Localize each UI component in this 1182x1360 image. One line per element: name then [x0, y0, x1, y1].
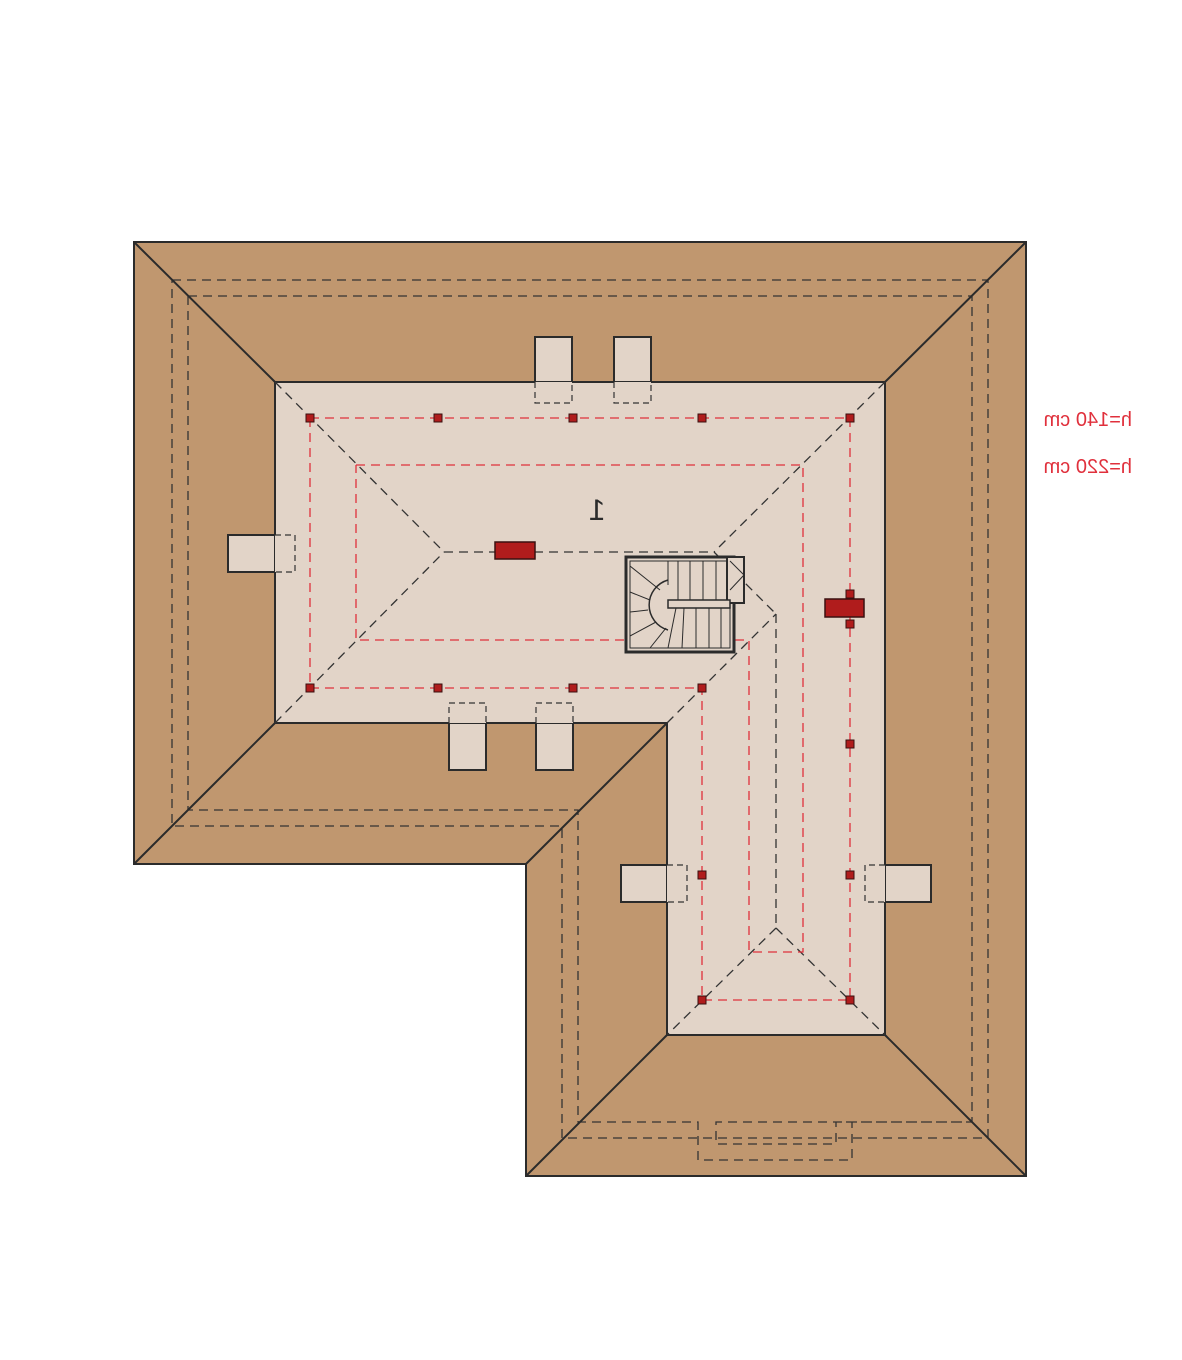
- post: [568, 683, 578, 693]
- posts: [305, 413, 855, 1005]
- dormer-icon: [613, 336, 652, 404]
- legend-h220: h=220 cm: [1044, 456, 1132, 478]
- post: [845, 995, 855, 1005]
- ridge-valley: [666, 613, 777, 724]
- hip-lines: [133, 241, 1027, 1177]
- room-number-label: 1: [589, 494, 606, 527]
- post: [568, 413, 578, 423]
- ridge-hip: [666, 927, 777, 1036]
- post: [697, 413, 707, 423]
- hip-line: [133, 241, 276, 383]
- post: [845, 870, 855, 880]
- ridge-hip: [274, 381, 445, 553]
- ridge-hip: [713, 381, 886, 553]
- hip-line: [884, 241, 1027, 383]
- ridge-lines: [274, 381, 886, 1036]
- dormer-icon: [534, 336, 573, 404]
- chimney-icon: [824, 598, 865, 618]
- post: [305, 413, 315, 423]
- hip-line: [884, 1034, 1027, 1177]
- post: [845, 619, 855, 629]
- post: [845, 589, 855, 599]
- post: [697, 870, 707, 880]
- dormer-icon: [535, 702, 574, 771]
- post: [305, 683, 315, 693]
- hip-line: [525, 722, 668, 865]
- spiral-staircase-icon: [624, 555, 745, 654]
- post: [433, 413, 443, 423]
- hip-line: [525, 1034, 668, 1177]
- post: [697, 683, 707, 693]
- chimney-icon: [494, 541, 536, 560]
- legend-h140: h=140 cm: [1044, 409, 1132, 431]
- dormers: [227, 336, 932, 903]
- post: [433, 683, 443, 693]
- dormer-icon: [620, 864, 688, 903]
- ridge-hip: [274, 551, 445, 724]
- height-legend: h=140 cm h=220 cm: [1044, 409, 1132, 478]
- ridge-hip: [775, 927, 886, 1036]
- eave-line-inner: [188, 295, 973, 1145]
- chimneys: [494, 541, 865, 618]
- post: [845, 739, 855, 749]
- post: [697, 995, 707, 1005]
- dormer-icon: [227, 534, 296, 573]
- hip-line: [133, 722, 276, 865]
- eave-line-inner-2: [187, 296, 853, 1161]
- dormer-icon: [448, 702, 487, 771]
- dormer-icon: [864, 864, 932, 903]
- post: [845, 413, 855, 423]
